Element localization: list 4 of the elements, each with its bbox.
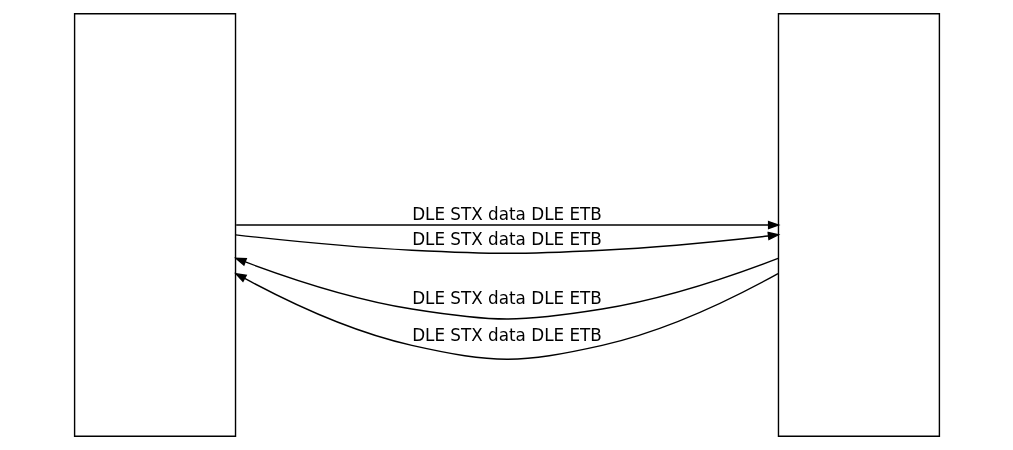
edge-label: DLE STX data DLE ETB bbox=[411, 204, 602, 225]
edge-label: DLE STX data DLE ETB bbox=[411, 229, 602, 250]
edge-label: DLE STX data DLE ETB bbox=[411, 288, 602, 309]
edge-label: DLE STX data DLE ETB bbox=[411, 324, 602, 345]
